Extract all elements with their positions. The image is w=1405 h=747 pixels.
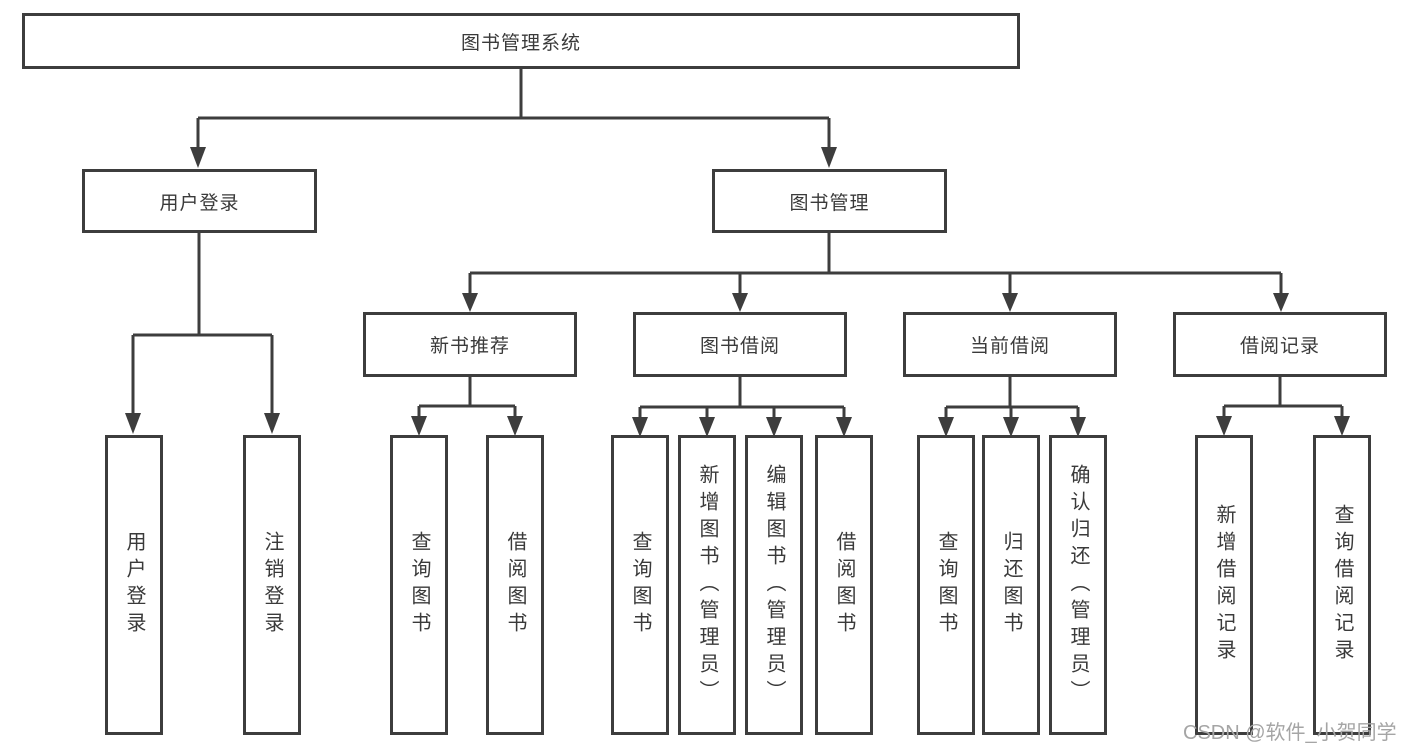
node-new-book-recommendation: 新书推荐 <box>363 312 577 377</box>
node-book-management: 图书管理 <box>712 169 947 233</box>
node-label: 图书管理 <box>789 192 870 214</box>
leaf-records-add-borrow-record: 新增借阅记录 <box>1195 435 1253 735</box>
node-book-borrowing: 图书借阅 <box>633 312 847 377</box>
node-label: 借阅图书 <box>833 531 855 639</box>
leaf-recommend-query-books: 查询图书 <box>390 435 448 735</box>
leaf-current-confirm-return-admin: 确认归还（管理员） <box>1049 435 1107 735</box>
node-label: 查询图书 <box>935 531 957 639</box>
node-label: 归还图书 <box>1000 531 1022 639</box>
leaf-logout: 注销登录 <box>243 435 301 735</box>
node-label: 查询图书 <box>408 531 430 639</box>
arrowheads <box>125 147 1350 437</box>
node-library-management-system: 图书管理系统 <box>22 13 1020 69</box>
leaf-borrowing-borrow-books: 借阅图书 <box>815 435 873 735</box>
node-current-borrowing: 当前借阅 <box>903 312 1117 377</box>
node-label: 新增借阅记录 <box>1213 504 1235 666</box>
node-label: 新增图书（管理员） <box>696 463 718 707</box>
node-label: 查询图书 <box>629 531 651 639</box>
node-label: 图书管理系统 <box>460 32 581 54</box>
node-borrowing-records: 借阅记录 <box>1173 312 1387 377</box>
watermark: CSDN @软件_小贺同学 <box>1183 722 1397 744</box>
node-label: 当前借阅 <box>969 336 1050 357</box>
leaf-user-login: 用户登录 <box>105 435 163 735</box>
leaf-current-query-books: 查询图书 <box>917 435 975 735</box>
leaf-borrowing-add-books-admin: 新增图书（管理员） <box>678 435 736 735</box>
node-label: 借阅图书 <box>504 531 526 639</box>
node-label: 用户登录 <box>123 531 145 639</box>
node-label: 新书推荐 <box>429 336 510 357</box>
node-user-login: 用户登录 <box>82 169 317 233</box>
node-label: 图书借阅 <box>699 336 780 357</box>
leaf-records-query-borrow-record: 查询借阅记录 <box>1313 435 1371 735</box>
node-label: 确认归还（管理员） <box>1067 463 1089 707</box>
node-label: 编辑图书（管理员） <box>763 463 785 707</box>
leaf-recommend-borrow-books: 借阅图书 <box>486 435 544 735</box>
leaf-borrowing-edit-books-admin: 编辑图书（管理员） <box>745 435 803 735</box>
node-label: 注销登录 <box>261 531 283 639</box>
leaf-borrowing-query-books: 查询图书 <box>611 435 669 735</box>
node-label: 用户登录 <box>159 192 240 214</box>
leaf-current-return-books: 归还图书 <box>982 435 1040 735</box>
node-label: 借阅记录 <box>1239 336 1320 357</box>
node-label: 查询借阅记录 <box>1331 504 1353 666</box>
